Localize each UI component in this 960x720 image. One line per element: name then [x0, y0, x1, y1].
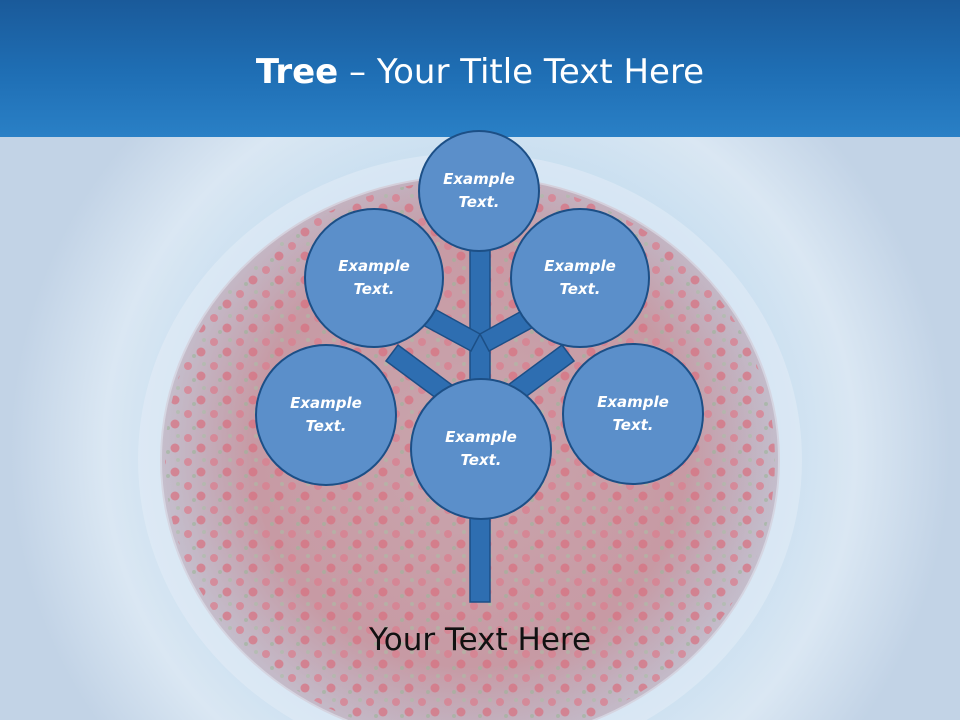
- node-lower-right[interactable]: Example Text.: [562, 343, 704, 485]
- caption-text[interactable]: Your Text Here: [368, 622, 592, 658]
- title-bold: Tree: [255, 52, 339, 92]
- title-rest: – Your Title Text Here: [338, 52, 705, 92]
- header-bar: [0, 0, 960, 137]
- node-center[interactable]: Example Text.: [410, 378, 552, 520]
- slide-title[interactable]: Tree – Your Title Text Here: [0, 52, 960, 92]
- node-center-label: Example Text.: [445, 428, 517, 469]
- node-lower-right-label: Example Text.: [597, 393, 669, 434]
- node-lower-left-label: Example Text.: [290, 394, 362, 435]
- node-upper-left-label: Example Text.: [338, 257, 410, 298]
- node-top-label: Example Text.: [443, 170, 515, 211]
- node-upper-right-label: Example Text.: [544, 257, 616, 298]
- node-lower-left[interactable]: Example Text.: [255, 344, 397, 486]
- node-upper-left[interactable]: Example Text.: [304, 208, 444, 348]
- node-upper-right[interactable]: Example Text.: [510, 208, 650, 348]
- node-top[interactable]: Example Text.: [418, 130, 540, 252]
